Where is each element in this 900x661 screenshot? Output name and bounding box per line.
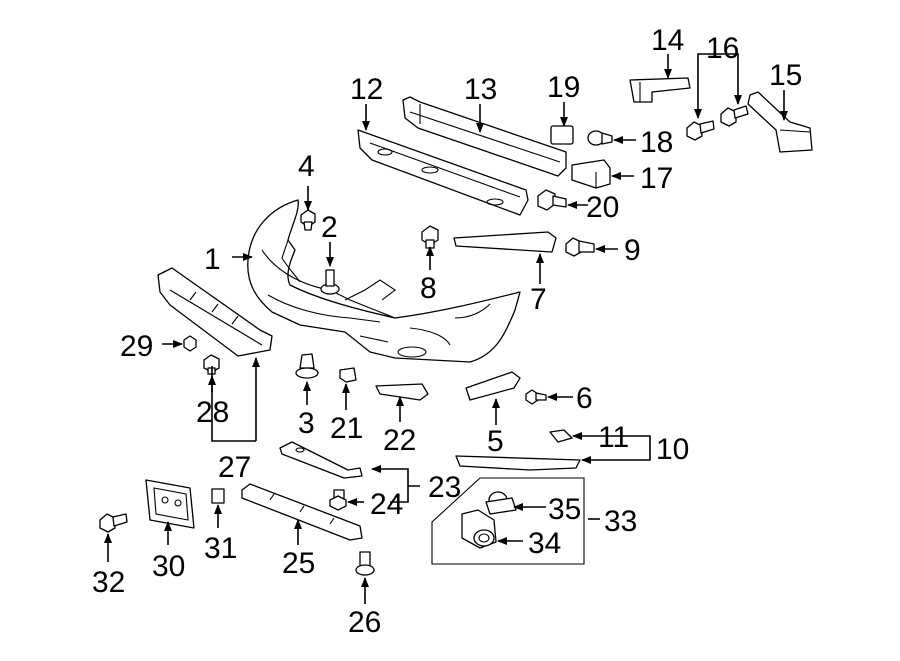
- side-bracket-22-drawing: [375, 383, 429, 401]
- callout-15: 15: [769, 59, 802, 92]
- callout-26: 26: [348, 606, 381, 639]
- callout-29: 29: [120, 330, 153, 363]
- callout-18: 18: [640, 126, 673, 159]
- leader-lines: [104, 53, 788, 604]
- callout-3: 3: [298, 407, 315, 440]
- callout-32: 32: [92, 566, 125, 599]
- bracket-23-drawing: [279, 441, 363, 479]
- bracket-assembly-27-drawing: [157, 267, 273, 357]
- callout-11: 11: [598, 421, 629, 454]
- callout-22: 22: [383, 424, 416, 457]
- sensor-retainer-35-drawing: [485, 491, 517, 515]
- retainer-3-drawing: [295, 353, 319, 379]
- callout-20: 20: [586, 191, 619, 224]
- bolt-6-drawing: [525, 389, 547, 405]
- callout-labels: 1 2 3 4 5 6 7 8 9 10 11 12 13 14 15 16 1…: [92, 24, 802, 639]
- nut-clip-drawing: [550, 125, 574, 145]
- energy-absorber-drawing: [357, 129, 529, 216]
- bolt-16b-drawing: [720, 105, 749, 127]
- bracket-17-drawing: [571, 159, 611, 189]
- callout-27: 27: [218, 451, 251, 484]
- side-bracket-5-drawing: [465, 371, 521, 401]
- callout-34: 34: [528, 527, 561, 560]
- callout-10: 10: [656, 433, 689, 466]
- callout-30: 30: [152, 550, 185, 583]
- callout-31: 31: [204, 532, 237, 565]
- clip-11-drawing: [549, 429, 573, 443]
- callout-1: 1: [204, 243, 221, 276]
- callout-2: 2: [321, 211, 338, 244]
- bracket-strip-7-drawing: [453, 231, 557, 253]
- callout-23: 23: [428, 471, 461, 504]
- callout-35: 35: [548, 493, 581, 526]
- callout-24: 24: [370, 488, 403, 521]
- push-pin-2-drawing: [320, 269, 340, 295]
- callout-25: 25: [282, 547, 315, 580]
- callout-17: 17: [640, 162, 673, 195]
- parking-sensor-34-drawing: [461, 509, 497, 549]
- push-pin-26-drawing: [355, 551, 375, 576]
- callout-14: 14: [651, 24, 684, 57]
- parking-sensor-kit-box: [431, 477, 585, 565]
- callout-8: 8: [420, 272, 437, 305]
- callout-33: 33: [604, 505, 637, 538]
- bolt-8-drawing: [421, 225, 439, 249]
- bolt-4-drawing: [300, 209, 316, 231]
- bolt-24-drawing: [329, 489, 347, 511]
- callout-16: 16: [706, 32, 739, 65]
- callout-21: 21: [330, 412, 363, 445]
- bracket-14-drawing: [629, 77, 691, 103]
- absorber-strip-25-drawing: [241, 483, 363, 541]
- callout-7: 7: [530, 283, 547, 316]
- trim-molding-10-drawing: [455, 455, 581, 471]
- bolt-9-drawing: [565, 237, 595, 257]
- push-clip-18-drawing: [587, 130, 613, 146]
- callout-5: 5: [487, 425, 504, 458]
- clip-21-drawing: [339, 367, 357, 383]
- callout-4: 4: [298, 150, 315, 183]
- license-bracket-30-drawing: [145, 479, 195, 529]
- bumper-cover-drawing: [247, 199, 521, 363]
- bolt-32-drawing: [99, 513, 128, 533]
- callout-12: 12: [350, 73, 383, 106]
- nut-29-drawing: [183, 335, 197, 352]
- callout-19: 19: [547, 71, 580, 104]
- callout-28: 28: [196, 396, 229, 429]
- callout-13: 13: [464, 73, 497, 106]
- bolt-16a-drawing: [686, 120, 715, 141]
- reinforcement-bar-drawing: [402, 96, 567, 177]
- clip-31-drawing: [211, 488, 225, 504]
- callout-6: 6: [576, 382, 593, 415]
- callout-9: 9: [624, 234, 641, 267]
- bolt-20-drawing: [537, 189, 567, 211]
- side-bracket-15-drawing: [747, 91, 813, 153]
